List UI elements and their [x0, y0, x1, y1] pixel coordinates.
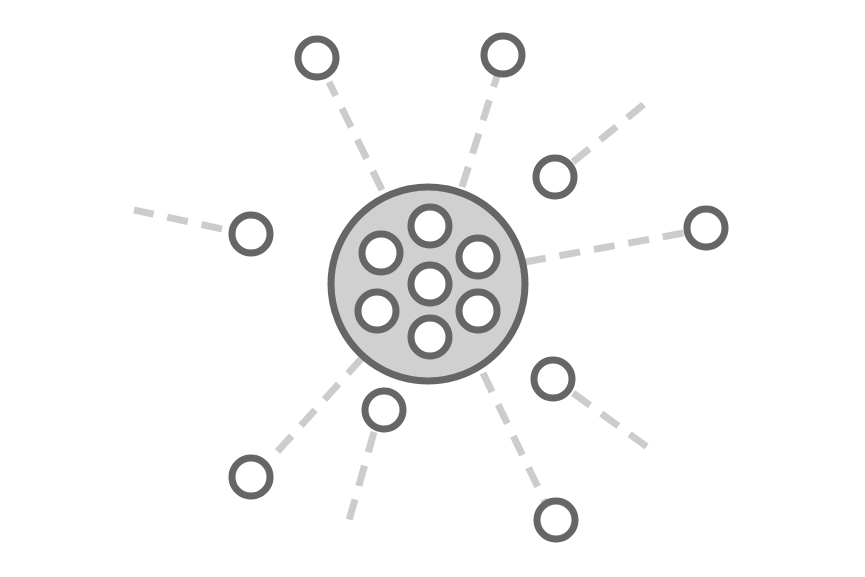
ray-to-bottom-right-node: [479, 371, 549, 504]
outer-node-lower-middle: [361, 387, 407, 433]
outer-node-lower-right: [530, 356, 576, 402]
cluster-node-lower-right: [455, 288, 501, 334]
ray-to-top-right-node: [458, 74, 501, 189]
ray-to-lower-left-node: [265, 355, 365, 465]
cluster-node-top: [407, 203, 453, 249]
ray-to-left-node: [133, 206, 223, 233]
central-cluster: [327, 183, 529, 385]
cluster-node-upper-left: [358, 230, 404, 276]
cluster-node-lower-left: [354, 288, 400, 334]
ray-to-right-node: [524, 229, 685, 266]
cluster-node-center: [407, 261, 453, 307]
outer-node-right: [683, 205, 729, 251]
cluster-node-bottom: [407, 314, 453, 360]
outer-node-upper-right: [532, 154, 578, 200]
outer-node-lower-left: [228, 454, 274, 500]
outer-node-top-right: [480, 32, 526, 78]
connector-rays: [133, 74, 685, 525]
outer-nodes: [228, 32, 729, 543]
cluster-node-upper-right: [455, 234, 501, 280]
outer-node-left: [228, 211, 274, 257]
outer-node-top-left: [294, 35, 340, 81]
ray-bottom-free: [344, 431, 378, 525]
outer-node-bottom-right: [533, 497, 579, 543]
ray-lower-right-free: [570, 390, 653, 452]
ray-upper-right-free: [570, 98, 651, 165]
ray-to-top-left-node: [325, 80, 386, 192]
